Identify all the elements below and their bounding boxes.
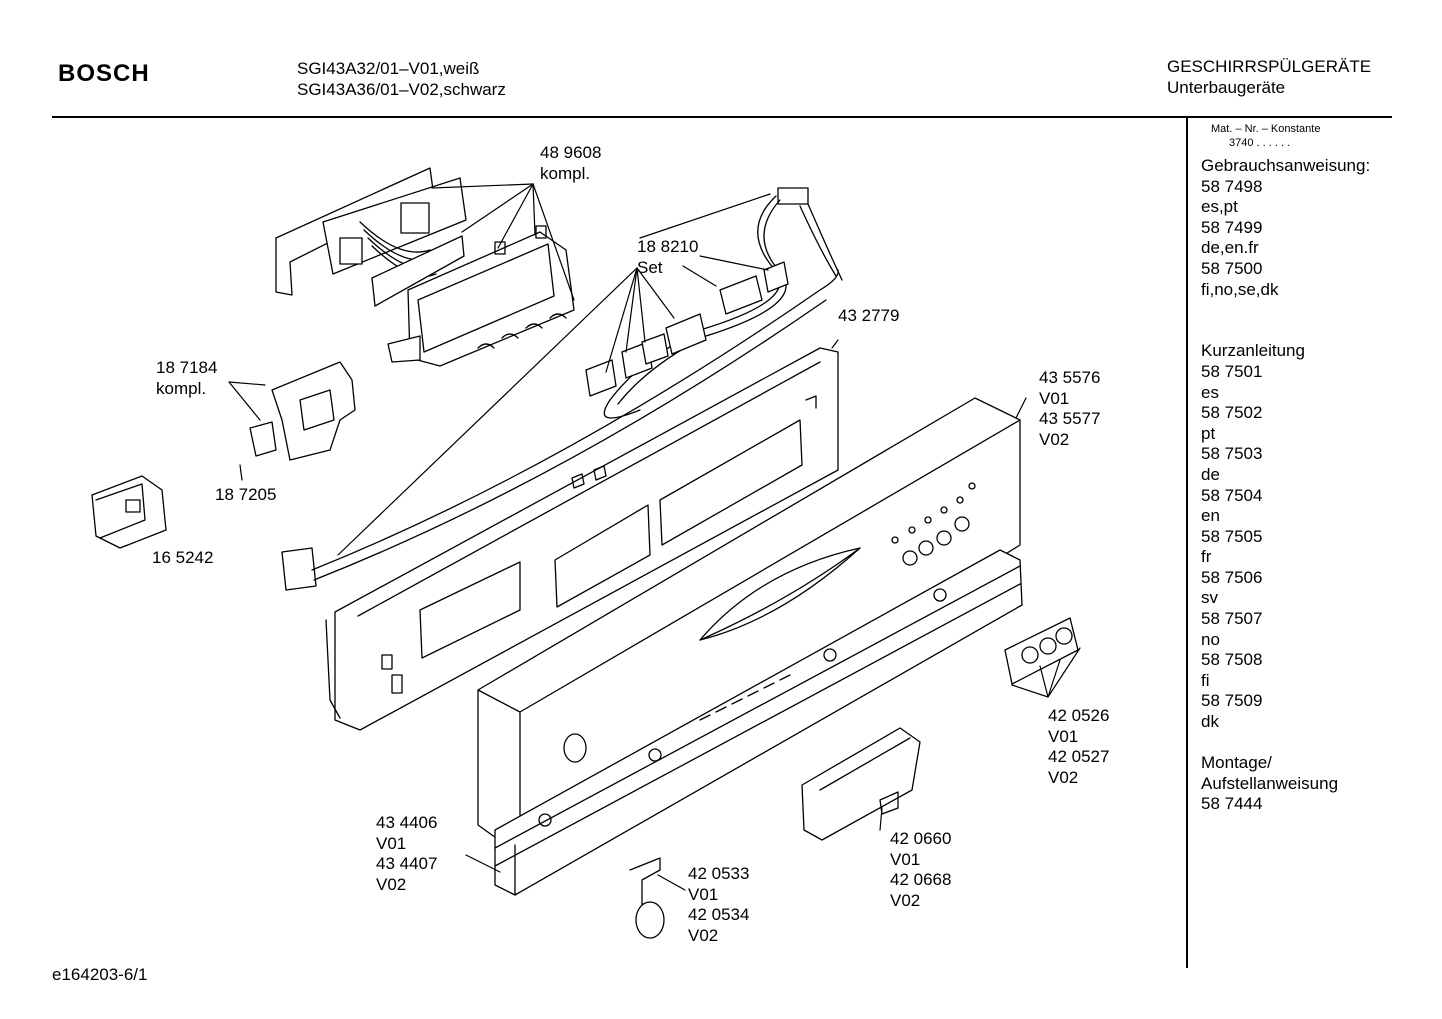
part-variant: V02 bbox=[1039, 429, 1070, 449]
documentation-line: 58 7498 bbox=[1201, 176, 1263, 196]
documentation-line: 58 7502 bbox=[1201, 403, 1263, 423]
part-number: 42 0534 bbox=[688, 905, 750, 924]
part-number: 42 0526 bbox=[1048, 706, 1110, 725]
part-number: 43 5576 bbox=[1039, 368, 1101, 387]
documentation-line: 58 7501 bbox=[1201, 361, 1263, 381]
documentation-line: de,en.fr bbox=[1201, 238, 1259, 258]
category-block: GESCHIRRSPÜLGERÄTE Unterbaugeräte bbox=[1167, 56, 1371, 98]
category-subtitle: Unterbaugeräte bbox=[1167, 78, 1286, 97]
model-list: SGI43A32/01–V01,weiß SGI43A36/01–V02,sch… bbox=[297, 58, 506, 100]
documentation-line: 58 7444 bbox=[1201, 794, 1263, 814]
part-variant: V02 bbox=[376, 874, 407, 894]
documentation-line: 58 7499 bbox=[1201, 217, 1263, 237]
documentation-line: 58 7506 bbox=[1201, 567, 1263, 587]
part-note: kompl. bbox=[540, 163, 591, 183]
leader-lines bbox=[228, 183, 1081, 891]
part-number: 18 7184 bbox=[156, 358, 218, 377]
part-number: 43 2779 bbox=[838, 306, 900, 325]
sidebar-divider bbox=[1186, 116, 1188, 968]
documentation-line: 58 7505 bbox=[1201, 526, 1263, 546]
callout-42-0526: 42 0526 V01 42 0527 V02 bbox=[1048, 706, 1109, 788]
documentation-line: de bbox=[1201, 464, 1220, 484]
documentation-line: es bbox=[1201, 382, 1219, 402]
documentation-line: es,pt bbox=[1201, 197, 1238, 217]
category-title: GESCHIRRSPÜLGERÄTE bbox=[1167, 57, 1372, 76]
documentation-line: 58 7508 bbox=[1201, 650, 1263, 670]
lever-part bbox=[629, 857, 665, 939]
documentation-line: fr bbox=[1201, 547, 1212, 567]
relay-part bbox=[91, 475, 167, 549]
documentation-line: fi,no,se,dk bbox=[1201, 279, 1279, 299]
callout-43-2779: 43 2779 bbox=[838, 306, 899, 327]
callout-16-5242: 16 5242 bbox=[152, 548, 213, 569]
mat-nr-label: Mat. – Nr. – Konstante bbox=[1211, 123, 1321, 135]
part-number: 18 7205 bbox=[215, 485, 277, 504]
header-rule bbox=[52, 116, 1392, 118]
documentation-line: Montage/ bbox=[1201, 753, 1272, 773]
drawing-id: e164203-6/1 bbox=[52, 965, 148, 984]
callout-18-7205: 18 7205 bbox=[215, 485, 276, 506]
part-variant: V02 bbox=[890, 890, 921, 910]
documentation-line: en bbox=[1201, 506, 1220, 526]
part-variant: V02 bbox=[1048, 767, 1079, 787]
model-line: SGI43A36/01–V02,schwarz bbox=[297, 80, 506, 99]
documentation-line: fi bbox=[1201, 670, 1210, 690]
part-note: Set bbox=[637, 257, 663, 277]
part-number: 16 5242 bbox=[152, 548, 214, 567]
mat-nr-value: 3740 . . . . . . bbox=[1229, 137, 1291, 149]
switch-part bbox=[249, 361, 356, 461]
callout-43-5576: 43 5576 V01 43 5577 V02 bbox=[1039, 368, 1100, 450]
part-variant: V01 bbox=[1048, 726, 1079, 746]
button-strip-part bbox=[494, 549, 1023, 896]
part-variant: V01 bbox=[1039, 388, 1070, 408]
control-panel-part bbox=[477, 397, 1021, 856]
mat-nr-block: Mat. – Nr. – Konstante 3740 . . . . . . bbox=[1211, 122, 1320, 150]
documentation-line: dk bbox=[1201, 712, 1219, 732]
part-variant: V02 bbox=[688, 925, 719, 945]
part-variant: V01 bbox=[376, 833, 407, 853]
part-number: 42 0660 bbox=[890, 829, 952, 848]
documentation-line: 58 7504 bbox=[1201, 485, 1263, 505]
model-line: SGI43A32/01–V01,weiß bbox=[297, 59, 480, 78]
documentation-line: sv bbox=[1201, 588, 1218, 608]
door-handle-part bbox=[801, 727, 921, 841]
documentation-line: 58 7509 bbox=[1201, 691, 1263, 711]
part-number: 43 5577 bbox=[1039, 409, 1101, 428]
documentation-line: Kurzanleitung bbox=[1201, 341, 1305, 361]
electronic-module-part bbox=[275, 167, 575, 367]
documentation-line: Aufstellanweisung bbox=[1201, 773, 1339, 793]
callout-18-7184: 18 7184 kompl. bbox=[156, 358, 217, 399]
part-number: 48 9608 bbox=[540, 143, 602, 162]
documentation-line: 58 7500 bbox=[1201, 258, 1263, 278]
part-note: kompl. bbox=[156, 378, 207, 398]
documentation-line: 58 7503 bbox=[1201, 444, 1263, 464]
callout-48-9608: 48 9608 kompl. bbox=[540, 143, 601, 184]
part-number: 42 0527 bbox=[1048, 747, 1110, 766]
part-number: 18 8210 bbox=[637, 237, 699, 256]
part-number: 42 0533 bbox=[688, 864, 750, 883]
part-variant: V01 bbox=[688, 884, 719, 904]
wiring-harness-part bbox=[281, 187, 843, 591]
callout-42-0660: 42 0660 V01 42 0668 V02 bbox=[890, 829, 951, 911]
brand-logo: BOSCH bbox=[58, 60, 150, 87]
inner-frame-part bbox=[325, 347, 839, 731]
documentation-line: no bbox=[1201, 629, 1220, 649]
documentation-line: pt bbox=[1201, 423, 1216, 443]
part-number: 43 4407 bbox=[376, 854, 438, 873]
documentation-line: Gebrauchsanweisung: bbox=[1201, 156, 1371, 175]
callout-43-4406: 43 4406 V01 43 4407 V02 bbox=[376, 813, 437, 895]
documentation-line: 58 7507 bbox=[1201, 609, 1263, 629]
callout-42-0533: 42 0533 V01 42 0534 V02 bbox=[688, 864, 749, 946]
part-number: 42 0668 bbox=[890, 870, 952, 889]
part-number: 43 4406 bbox=[376, 813, 438, 832]
callout-18-8210: 18 8210 Set bbox=[637, 237, 698, 278]
part-variant: V01 bbox=[890, 849, 921, 869]
